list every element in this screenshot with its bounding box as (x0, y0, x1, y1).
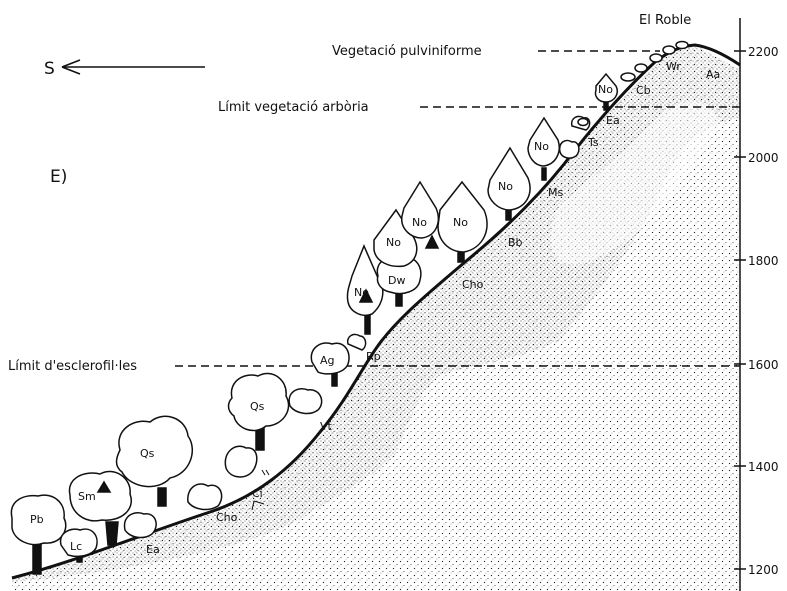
ground-code-cho-lower: Cho (216, 511, 238, 524)
tree-label-no-lower: No (354, 286, 369, 299)
ground-code-ci: Ci (252, 487, 263, 500)
tree-no-upper: No (528, 118, 559, 180)
tree-label-lc: Lc (70, 540, 82, 553)
axis-label-1800: 1800 (748, 254, 779, 268)
cushion-plant (578, 119, 588, 126)
tree-no-lower: No (347, 246, 382, 334)
axis-label-1600: 1600 (748, 358, 779, 372)
shrub (188, 484, 222, 510)
cushion-plant (676, 42, 688, 49)
axis-label-1400: 1400 (748, 460, 779, 474)
shrub (348, 334, 366, 350)
tree-no-upper-left: No (402, 182, 439, 238)
ground-code-aa: Aa (706, 68, 720, 81)
axis-label-2000: 2000 (748, 151, 779, 165)
cushion-plant (663, 46, 675, 54)
tree-label-no-upper: No (534, 140, 549, 153)
ground-code-ts: Ts (587, 136, 599, 149)
axis-label-1200: 1200 (748, 563, 779, 577)
tree-label-no-center: No (453, 216, 468, 229)
tree-label-no-mid-upper: No (498, 180, 513, 193)
tree-label-qs-lower: Qs (140, 447, 155, 460)
tree-label-no-mid: No (386, 236, 401, 249)
ground-code-bb: Bb (508, 236, 523, 249)
cushion-plant (635, 64, 647, 72)
south-arrow: S (44, 59, 205, 79)
ground-code-vt: Vt (320, 420, 333, 433)
small-conifer-icon (426, 236, 438, 248)
panel-letter: E) (50, 167, 67, 187)
ground-code-wr: Wr (666, 60, 681, 73)
ground-code-cho-upper: Cho (462, 278, 484, 291)
tree-ag: Ag (311, 343, 349, 386)
tree-label-pb: Pb (30, 513, 44, 526)
shrub (289, 389, 321, 414)
altitude-axis: 2200 2000 1800 1600 1400 1200 (734, 18, 779, 591)
tree-label-sm: Sm (78, 490, 96, 503)
ground-code-ea-lower: Ea (146, 543, 160, 556)
tree-pb: Pb (11, 495, 65, 574)
ground-code-ea-upper: Ea (606, 114, 620, 127)
tree-label-no-top: No (598, 83, 613, 96)
summit-label: El Roble (639, 13, 691, 28)
level-label-arboria: Límit vegetació arbòria (218, 100, 369, 115)
shrub (225, 446, 257, 477)
ground-code-rp: Rp (366, 350, 381, 363)
tree-label-qs-upper: Qs (250, 400, 265, 413)
cushion-plant (650, 54, 662, 62)
ground-code-ms: Ms (548, 186, 563, 199)
tree-label-dw: Dw (388, 274, 405, 287)
level-label-pulvin: Vegetació pulviniforme (332, 44, 482, 59)
tree-qs-upper: Qs (229, 373, 289, 450)
level-label-escler: Límit d'esclerofil·les (8, 359, 137, 374)
direction-label: S (44, 59, 55, 79)
tree-label-no-upper-left: No (412, 216, 427, 229)
tree-label-ag: Ag (320, 354, 335, 367)
ground-code-cb: Cb (636, 84, 651, 97)
shrub (125, 513, 157, 538)
axis-label-2200: 2200 (748, 45, 779, 59)
shrub (560, 140, 579, 158)
cushion-plant (621, 73, 635, 81)
